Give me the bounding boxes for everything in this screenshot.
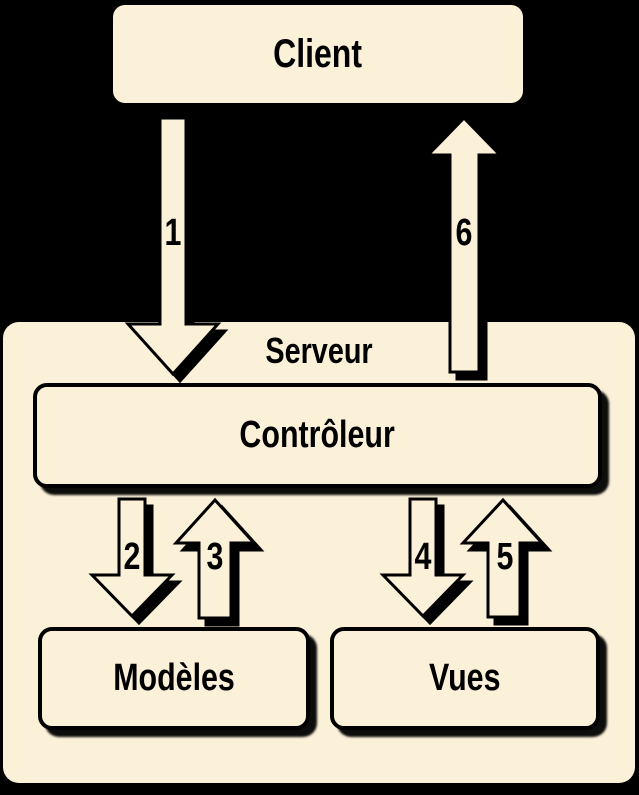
node-controleur-label: Contrôleur — [239, 414, 396, 456]
arrow-6-label: 6 — [455, 212, 473, 254]
arrow-1-label: 1 — [164, 212, 182, 254]
arrow-4-label: 4 — [414, 536, 432, 578]
node-modeles-label: Modèles — [113, 657, 235, 699]
arrow-2-label: 2 — [123, 536, 141, 578]
node-controleur: Contrôleur — [33, 383, 602, 488]
arrow-5-label: 5 — [496, 536, 514, 578]
node-vues: Vues — [330, 627, 600, 730]
node-serveur-label: Serveur — [265, 330, 373, 371]
node-client: Client — [113, 5, 523, 103]
node-client-label: Client — [273, 31, 363, 76]
node-vues-label: Vues — [429, 657, 501, 699]
arrow-3-label: 3 — [206, 536, 224, 578]
node-modeles: Modèles — [38, 627, 310, 730]
